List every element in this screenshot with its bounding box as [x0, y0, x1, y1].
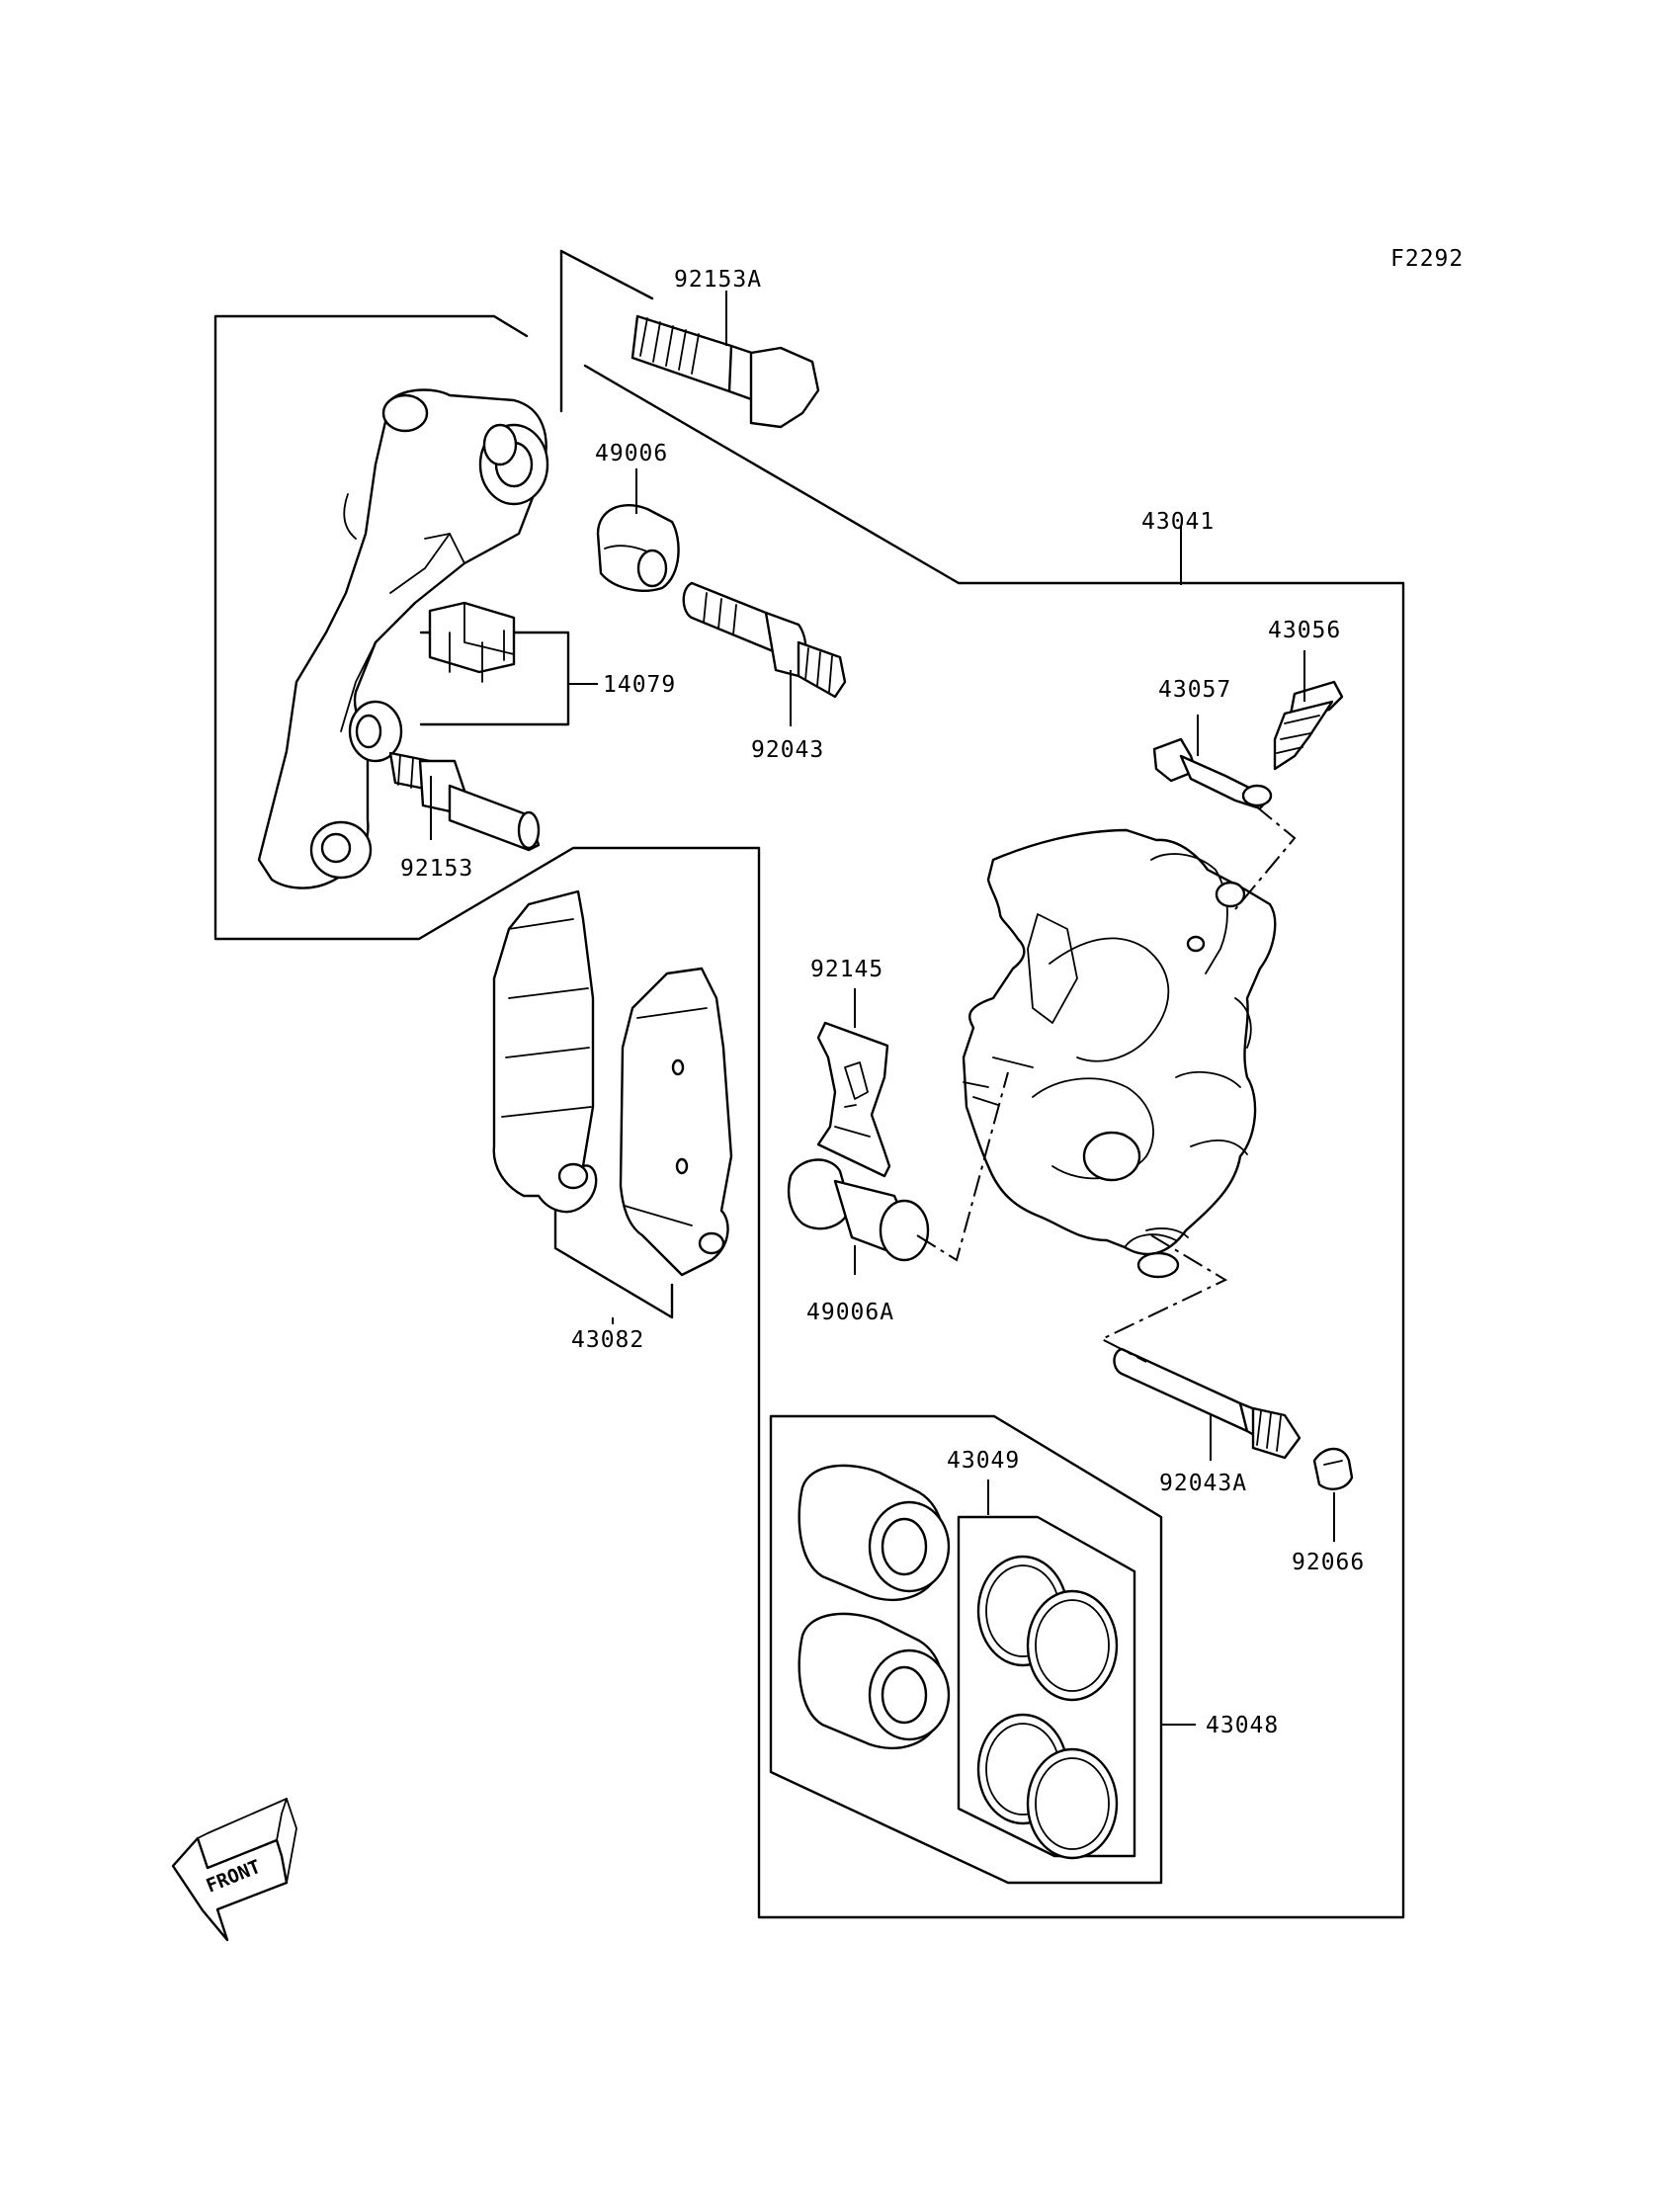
piston-seals	[976, 1555, 1119, 1860]
label-49006A: 49006A	[806, 1300, 894, 1325]
anti-rattle-spring-part	[816, 1021, 891, 1178]
label-43048: 43048	[1206, 1713, 1279, 1738]
figure-code: F2292	[1390, 246, 1464, 272]
bolt-92153A-part	[630, 314, 820, 429]
label-14079: 14079	[603, 672, 676, 698]
piston-kit-frame	[769, 1414, 1163, 1885]
label-43056: 43056	[1268, 618, 1341, 643]
label-92066: 92066	[1292, 1550, 1365, 1575]
pin-92043-part	[682, 581, 847, 699]
pin-92153-part	[388, 751, 541, 852]
label-43082: 43082	[571, 1327, 644, 1353]
piston-lower	[798, 1612, 951, 1749]
boot-49006A-part	[787, 1158, 930, 1262]
label-49006: 49006	[595, 441, 668, 466]
bleeder-cap-part	[1152, 737, 1273, 810]
label-92153: 92153	[400, 856, 473, 882]
bracket-group-frame	[213, 314, 1405, 1919]
caliper-mounting-bracket	[257, 388, 549, 889]
bleeder-valve-part	[1273, 680, 1344, 771]
label-43057: 43057	[1158, 677, 1231, 703]
brake-pad-outer	[492, 889, 598, 1214]
front-arrow-icon: FRONT	[171, 1798, 297, 1942]
brake-pad-inner	[619, 967, 733, 1277]
label-92153A: 92153A	[674, 267, 762, 293]
label-92043: 92043	[751, 737, 824, 763]
pin-92043A-part	[1113, 1347, 1302, 1460]
piston-upper	[798, 1464, 951, 1601]
label-92145: 92145	[810, 957, 883, 982]
label-43041: 43041	[1141, 509, 1215, 535]
caliper-body-part	[962, 828, 1277, 1279]
pad-spring-part	[428, 601, 516, 683]
seal-kit-frame	[957, 1515, 1136, 1858]
boot-49006-part	[596, 504, 680, 592]
label-92043A: 92043A	[1159, 1471, 1247, 1496]
label-43049: 43049	[947, 1448, 1020, 1474]
cap-92066-part	[1312, 1447, 1354, 1490]
